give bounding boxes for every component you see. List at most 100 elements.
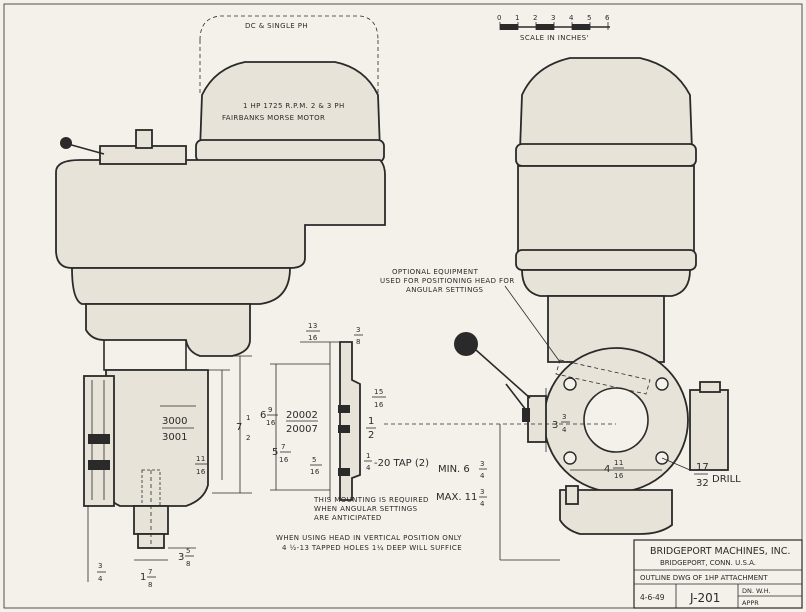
motor-supply-label: DC & SINGLE PH [245,22,308,30]
dim-3-5-8-d: 8 [186,560,191,568]
drill-n: 17 [696,462,709,473]
max-n: 3 [480,488,485,496]
dim-5: 5 [312,456,317,464]
side-view-dimensions: 7 1 2 3000 3001 11 16 3 4 1 7 8 3 5 8 [87,355,252,589]
scale-tick-0: 0 [497,14,502,22]
dim-3-4-d: 4 [98,575,103,583]
front-lever-knob [454,332,478,356]
drawing-date: 4-6-49 [640,593,665,602]
scale-tick-2: 2 [533,14,538,22]
dim-5-16: 16 [310,468,320,476]
lower-housing-front [559,489,673,535]
tap-label: -20 TAP (2) [374,458,429,469]
dim-3001: 3001 [162,432,187,443]
mounting-note-3: ARE ANTICIPATED [314,514,382,522]
lever-knob [60,137,72,149]
dim-3000: 3000 [162,416,187,427]
motor-base-ring [195,139,385,163]
dim-11: 11 [196,455,206,463]
gear-housing [55,159,386,269]
dim-3-3-4-w: 3 [552,420,558,431]
company-name: BRIDGEPORT MACHINES, INC. [650,546,790,557]
dim-3-8-d: 8 [356,338,361,346]
spindle-casting [105,369,209,507]
scale-tick-6: 6 [605,14,610,22]
front-view-dimensions: 3 3 4 4 11 16 MIN. 6 3 4 MAX. 11 3 4 17 … [380,268,741,561]
drawing-title: OUTLINE DWG OF 1HP ATTACHMENT [640,574,768,582]
optional-note-3: ANGULAR SETTINGS [406,286,484,294]
scale-tick-3: 3 [551,14,556,22]
mounting-note-1: THIS MOUNTING IS REQUIRED [313,496,429,504]
scale-tick-5: 5 [587,14,592,22]
dim-13-16: 16 [308,334,318,342]
scale-label: SCALE IN INCHES' [520,34,589,42]
dim-4-11-16-n: 11 [614,459,624,467]
dim-15-16: 16 [374,401,384,409]
max-d: 4 [480,500,485,508]
max-label: MAX. 11 [436,492,477,503]
tap-d: 4 [366,464,371,472]
head-neck [547,295,665,363]
vertical-note-2: 4 ½-13 TAPPED HOLES 1¼ DEEP WILL SUFFICE [282,544,462,552]
optional-note-2: USED FOR POSITIONING HEAD FOR [380,277,515,285]
drawbar-nut [135,129,153,149]
scale-bar: 0 1 2 3 4 5 6 SCALE IN INCHES' [497,14,610,42]
dim-15: 15 [374,388,384,396]
dim-4-11-16-d: 16 [614,472,624,480]
dim-7-half-d: 2 [246,434,251,442]
optional-equipment-outline [555,359,651,395]
motor-body-front [517,165,695,263]
bolt-hole-2 [655,377,669,391]
side-box [689,389,729,471]
motor-rating-label: 1 HP 1725 R.P.M. 2 & 3 PH [243,102,345,110]
mounting-note-2: WHEN ANGULAR SETTINGS [314,505,418,513]
side-view: DC & SINGLE PH 1 HP 1725 R.P.M. 2 & 3 PH… [55,15,386,549]
min-d: 4 [480,472,485,480]
motor-maker-label: FAIRBANKS MORSE MOTOR [222,114,325,122]
dim-1-7-8-n: 7 [148,568,153,576]
sheet-border [3,3,803,609]
dim-11-16: 16 [196,468,206,476]
center-bore [583,387,649,453]
dim-20007: 20007 [286,424,318,435]
dc-motor-outline [199,15,379,41]
min-n: 3 [480,460,485,468]
optional-note-1: OPTIONAL EQUIPMENT [392,268,479,276]
dim-6-9-16-n: 9 [268,406,273,414]
scale-tick-1: 1 [515,14,520,22]
dim-6-9-16-w: 6 [260,410,266,421]
dim-4-11-16-w: 4 [604,464,610,475]
min-label: MIN. 6 [438,464,470,475]
motor-dome-front [519,57,693,151]
dim-6-9-16-d: 16 [266,419,276,427]
bolt-hole-3 [563,451,577,465]
dim-3-4-n: 3 [98,562,103,570]
dim-13: 13 [308,322,318,330]
dim-5-7-16-d: 16 [279,456,289,464]
scale-tick-4: 4 [569,14,574,22]
housing-skirt [71,267,291,305]
approved-by: APPR [742,599,759,607]
drill-label: DRILL [712,474,741,485]
dim-7-half-n: 1 [246,414,251,422]
vertical-note-1: WHEN USING HEAD IN VERTICAL POSITION ONL… [276,534,462,542]
mounting-detail: 13 16 3 8 15 16 6 9 16 20002 20007 5 7 1… [260,322,462,552]
dim-3-5-8-w: 3 [178,552,184,563]
dim-1-2-d: 2 [368,430,374,441]
dim-7: 7 [236,422,242,433]
dim-1-7-8-w: 1 [140,572,146,583]
title-block: BRIDGEPORT MACHINES, INC. BRIDGEPORT, CO… [633,539,803,609]
dim-3-3-4-d: 4 [562,426,567,434]
dim-5-7-16-n: 7 [281,443,286,451]
dim-1-7-8-d: 8 [148,581,153,589]
drawn-by: DN. W.H. [742,587,771,595]
dim-20002: 20002 [286,410,318,421]
dim-3-8-n: 3 [356,326,361,334]
front-lever [475,349,531,399]
motor-housing [199,61,381,151]
mounting-plate [339,341,361,501]
drill-d: 32 [696,478,709,489]
tap-n: 1 [366,452,371,460]
company-city: BRIDGEPORT, CONN. U.S.A. [660,559,756,567]
